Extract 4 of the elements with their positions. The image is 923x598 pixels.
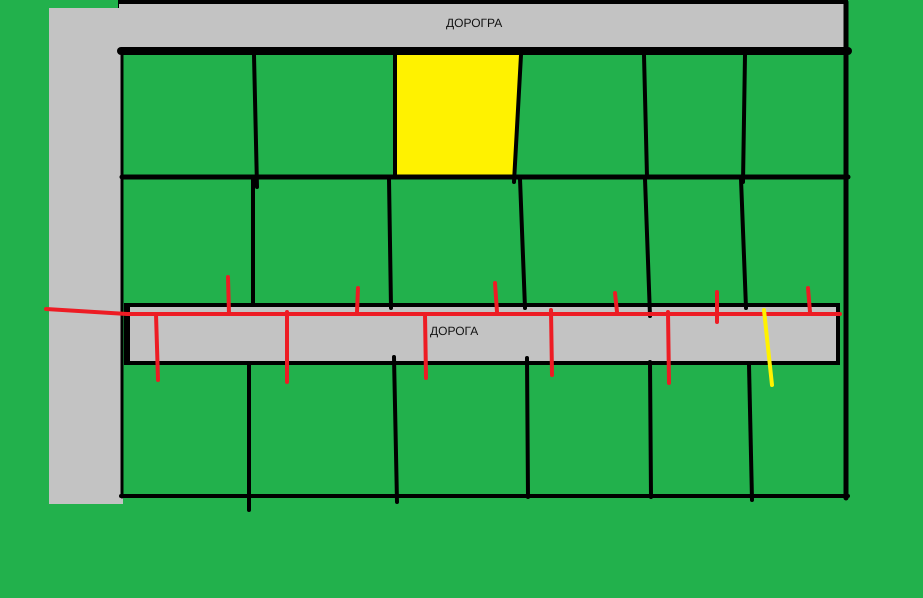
road-label: ДОРОГРА [446,16,502,30]
road-band [124,303,840,365]
road-band [49,8,123,504]
road-label: ДОРОГА [430,324,478,338]
